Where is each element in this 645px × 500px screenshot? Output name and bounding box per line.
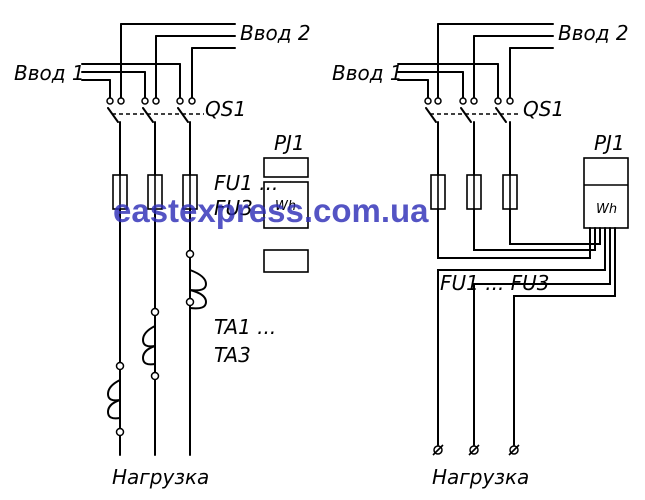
right-input2-bus (437, 23, 554, 101)
left-meter-unit: Wh (275, 199, 296, 214)
left-transformer-last-label: TA3 (214, 343, 251, 367)
left-transformers (106, 249, 208, 437)
right-switch-label: QS1 (523, 97, 564, 121)
left-switch-label: QS1 (205, 97, 246, 121)
right-fuses (430, 174, 518, 210)
right-meter-label: PJ1 (594, 131, 625, 155)
right-meter-unit: Wh (596, 202, 617, 217)
right-load-label: Нагрузка (432, 465, 529, 489)
left-input1-label: Ввод 1 (14, 61, 85, 85)
left-transformers-label: TA1 ... (214, 315, 276, 339)
left-input1-bus (81, 63, 181, 101)
right-meter-output-lines (437, 227, 616, 446)
right-input1-bus (397, 63, 499, 101)
left-input2-bus (120, 23, 236, 101)
right-load-terminals (432, 444, 520, 456)
right-input1-label: Ввод 1 (332, 61, 403, 85)
right-meter (583, 157, 629, 229)
left-fuse-last-label: FU3 (214, 196, 253, 220)
left-input2-label: Ввод 2 (240, 21, 311, 45)
left-meter (263, 157, 309, 273)
left-schematic: Ввод 2 Ввод 1 QS1 PJ1 Wh FU1 ... FU3 TA1… (14, 21, 311, 489)
left-load-label: Нагрузка (112, 465, 209, 489)
right-input2-label: Ввод 2 (558, 21, 629, 45)
left-phase-lines (119, 208, 191, 456)
right-switch-qs1 (424, 97, 520, 176)
left-fuses-label: FU1 ... (214, 171, 278, 195)
left-switch-qs1 (106, 97, 204, 176)
right-fuses-label: FU1 ... FU3 (440, 271, 550, 295)
right-schematic: Ввод 2 Ввод 1 QS1 PJ1 Wh FU1 ... FU3 Наг… (332, 21, 629, 489)
watermark: eastexpress.com.ua (113, 192, 429, 229)
left-meter-label: PJ1 (274, 131, 305, 155)
right-meter-feed-lines (437, 208, 601, 259)
